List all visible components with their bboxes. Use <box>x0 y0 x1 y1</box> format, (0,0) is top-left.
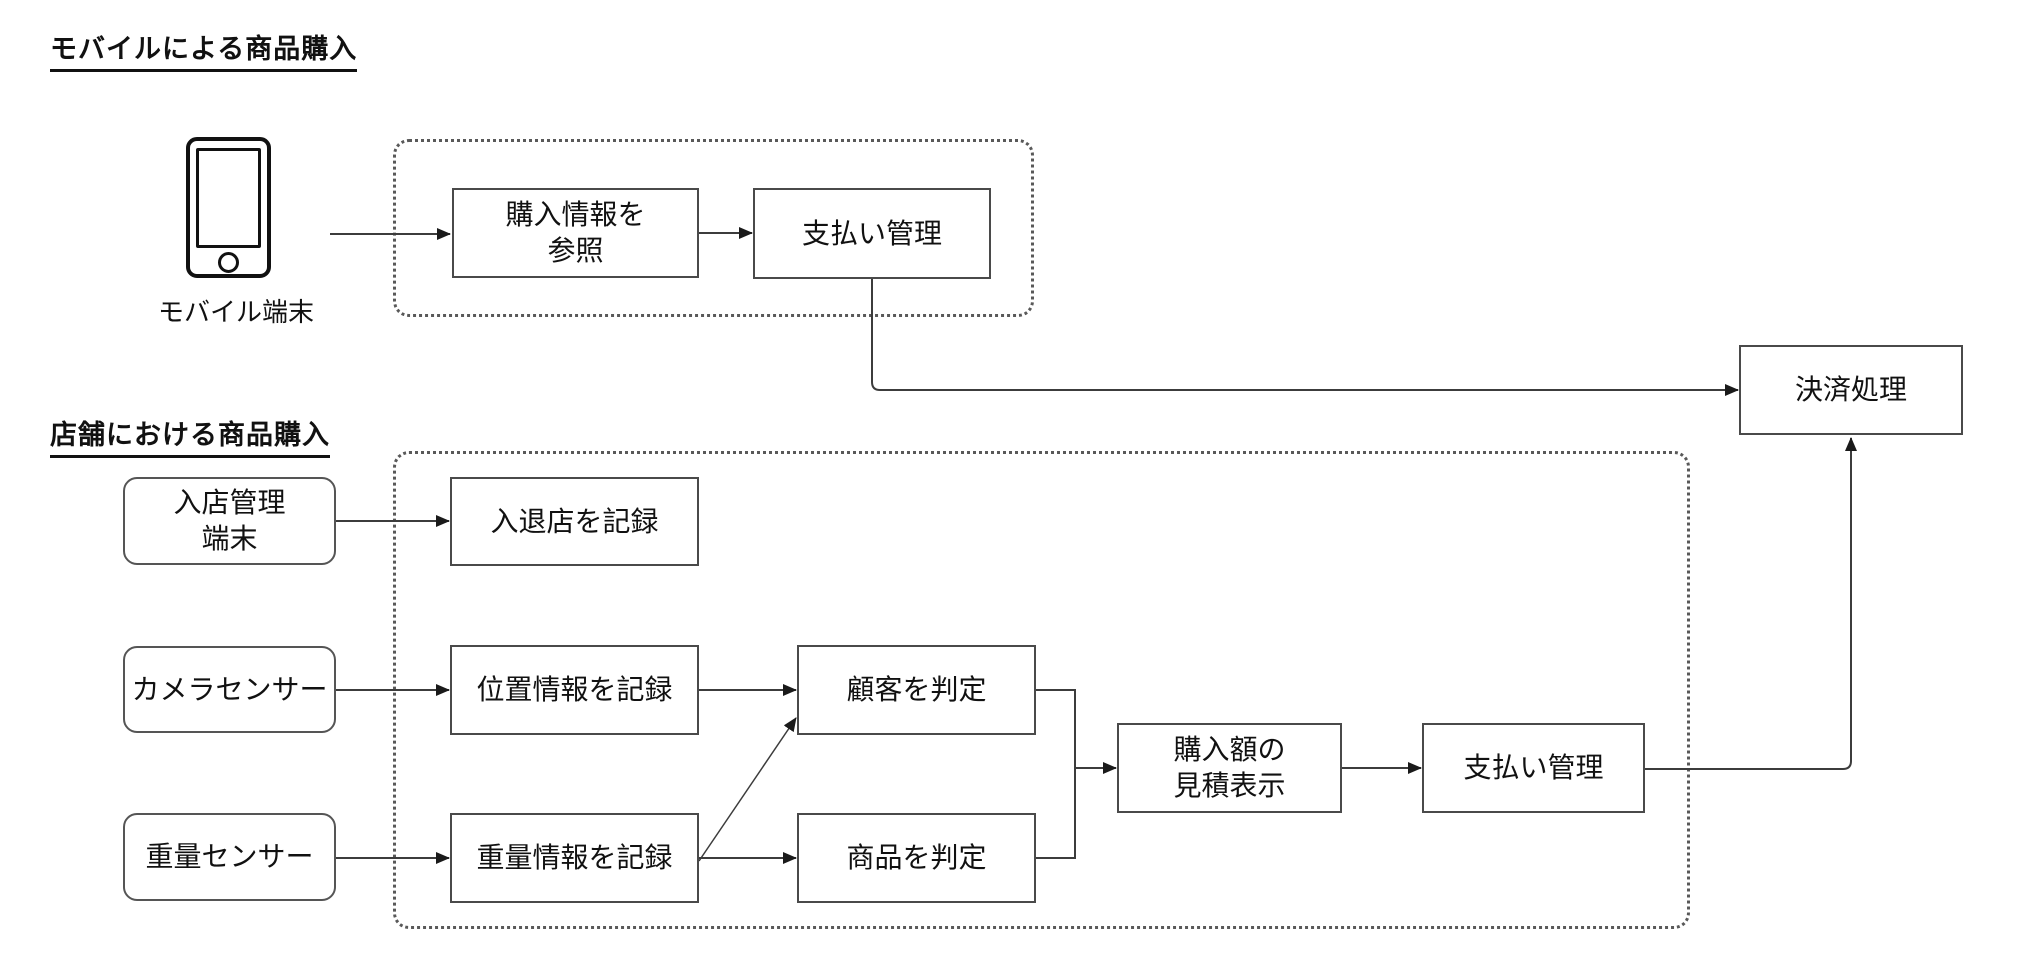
device-camera-sensor-label: カメラセンサー <box>131 673 328 705</box>
device-entry-terminal-line1: 入店管理 <box>173 487 286 519</box>
device-entry-terminal-line2: 端末 <box>201 523 258 554</box>
mobile-phone-icon <box>186 137 271 278</box>
node-payment-management-mobile: 支払い管理 <box>753 188 991 279</box>
section-title-store: 店舗における商品購入 <box>50 413 330 458</box>
node-settlement: 決済処理 <box>1739 345 1963 435</box>
node-identify-product-label: 商品を判定 <box>846 842 987 874</box>
node-identify-customer: 顧客を判定 <box>797 645 1036 735</box>
phone-screen <box>196 148 261 248</box>
node-payment-management-store-label: 支払い管理 <box>1463 752 1604 784</box>
node-payment-management-store: 支払い管理 <box>1422 723 1645 813</box>
group-mobile-processes <box>393 139 1034 317</box>
node-record-weight: 重量情報を記録 <box>450 813 699 903</box>
device-weight-sensor-label: 重量センサー <box>145 841 314 873</box>
node-identify-product: 商品を判定 <box>797 813 1036 903</box>
node-refer-purchase-info-line1: 購入情報を <box>505 199 646 231</box>
section-title-mobile: モバイルによる商品購入 <box>50 27 358 72</box>
device-entry-terminal: 入店管理 端末 <box>123 477 336 565</box>
device-weight-sensor: 重量センサー <box>123 813 336 901</box>
phone-home-button-icon <box>218 252 239 273</box>
node-refer-purchase-info-line2: 参照 <box>547 235 604 266</box>
node-record-weight-label: 重量情報を記録 <box>476 842 673 874</box>
node-record-location: 位置情報を記録 <box>450 645 699 735</box>
node-estimate-display-line1: 購入額の <box>1173 734 1286 766</box>
node-record-entry-exit-label: 入退店を記録 <box>490 505 659 537</box>
node-refer-purchase-info: 購入情報を 参照 <box>452 188 699 278</box>
node-record-entry-exit: 入退店を記録 <box>450 477 699 566</box>
node-estimate-display: 購入額の 見積表示 <box>1117 723 1342 813</box>
node-payment-management-mobile-label: 支払い管理 <box>801 217 942 249</box>
node-identify-customer-label: 顧客を判定 <box>846 674 987 706</box>
node-settlement-label: 決済処理 <box>1794 374 1907 406</box>
node-estimate-display-line2: 見積表示 <box>1173 770 1286 801</box>
node-record-location-label: 位置情報を記録 <box>476 674 673 706</box>
mobile-device-label: モバイル端末 <box>157 297 314 327</box>
device-camera-sensor: カメラセンサー <box>123 646 336 733</box>
